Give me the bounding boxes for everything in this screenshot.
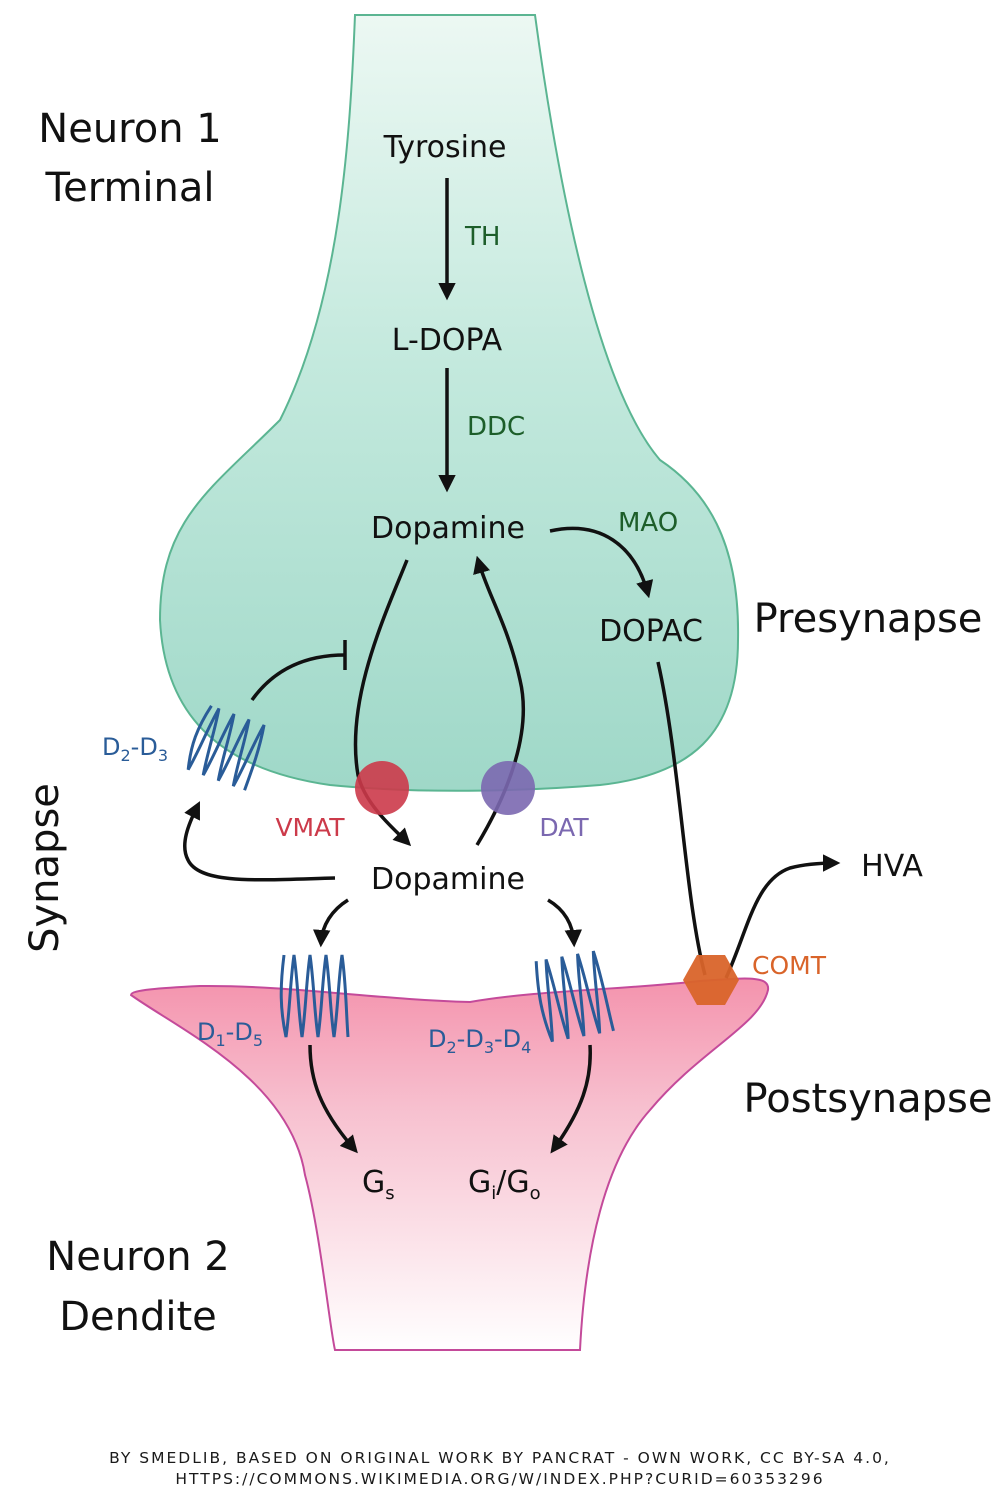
terminal-label: Terminal bbox=[44, 165, 214, 211]
presynaptic-terminal bbox=[158, 14, 740, 792]
d1-receptor-coil-icon bbox=[279, 954, 350, 1038]
gi-go-label: Gi/Go bbox=[468, 1165, 541, 1204]
neuron2-label: Neuron 2 bbox=[46, 1234, 229, 1280]
dat-transporter-icon bbox=[481, 761, 535, 815]
autoreceptor-feedback-arrow bbox=[183, 801, 336, 882]
postsynapse-label: Postsynapse bbox=[744, 1076, 993, 1122]
dat-label: DAT bbox=[539, 813, 589, 842]
vmat-label: VMAT bbox=[275, 813, 345, 842]
d1-to-gs-arrow bbox=[308, 1044, 358, 1154]
d1-d5-label: D1-D5 bbox=[197, 1018, 263, 1050]
tyrosine-label: Tyrosine bbox=[383, 130, 507, 165]
credit-line-2: https://commons.wikimedia.org/w/index.ph… bbox=[175, 1470, 825, 1488]
dopac-to-comt-path bbox=[656, 661, 707, 976]
dendite-label: Dendite bbox=[59, 1294, 217, 1340]
mao-label: MAO bbox=[618, 508, 678, 538]
vmat-transporter-icon bbox=[355, 761, 409, 815]
d2-to-gi-arrow bbox=[550, 1044, 592, 1154]
comt-enzyme-icon bbox=[683, 955, 739, 1005]
credit-line-1: By Smedlib, based on original work by Pa… bbox=[109, 1449, 891, 1467]
to-d2-arrow bbox=[547, 898, 583, 948]
presynapse-label: Presynapse bbox=[754, 596, 983, 642]
gs-label: Gs bbox=[362, 1165, 395, 1204]
autoreceptor-label: D2-D3 bbox=[102, 733, 168, 765]
mao-arrow bbox=[549, 526, 654, 599]
neuron1-label: Neuron 1 bbox=[38, 106, 221, 152]
comt-label: COMT bbox=[752, 951, 827, 980]
th-label: TH bbox=[464, 222, 500, 252]
to-d1-arrow bbox=[312, 898, 349, 948]
attribution-credit: By Smedlib, based on original work by Pa… bbox=[0, 1448, 1000, 1490]
dopamine-synaptic-label: Dopamine bbox=[371, 862, 525, 897]
vmat-release-arrow bbox=[353, 559, 412, 847]
ddc-label: DDC bbox=[467, 412, 525, 442]
hva-label: HVA bbox=[861, 849, 923, 884]
comt-to-hva-arrow bbox=[724, 854, 841, 979]
d2-receptor-coil-icon bbox=[534, 950, 615, 1043]
l-dopa-label: L-DOPA bbox=[392, 323, 503, 358]
dopamine-presynaptic-label: Dopamine bbox=[371, 511, 525, 546]
postsynaptic-dendrite bbox=[129, 977, 770, 1351]
synapse-label: Synapse bbox=[22, 783, 68, 953]
autoreceptor-inhibition-path bbox=[250, 653, 346, 702]
d2-d3-d4-label: D2-D3-D4 bbox=[428, 1025, 531, 1057]
dopac-label: DOPAC bbox=[599, 614, 703, 649]
autoreceptor-coil-icon bbox=[186, 704, 266, 791]
